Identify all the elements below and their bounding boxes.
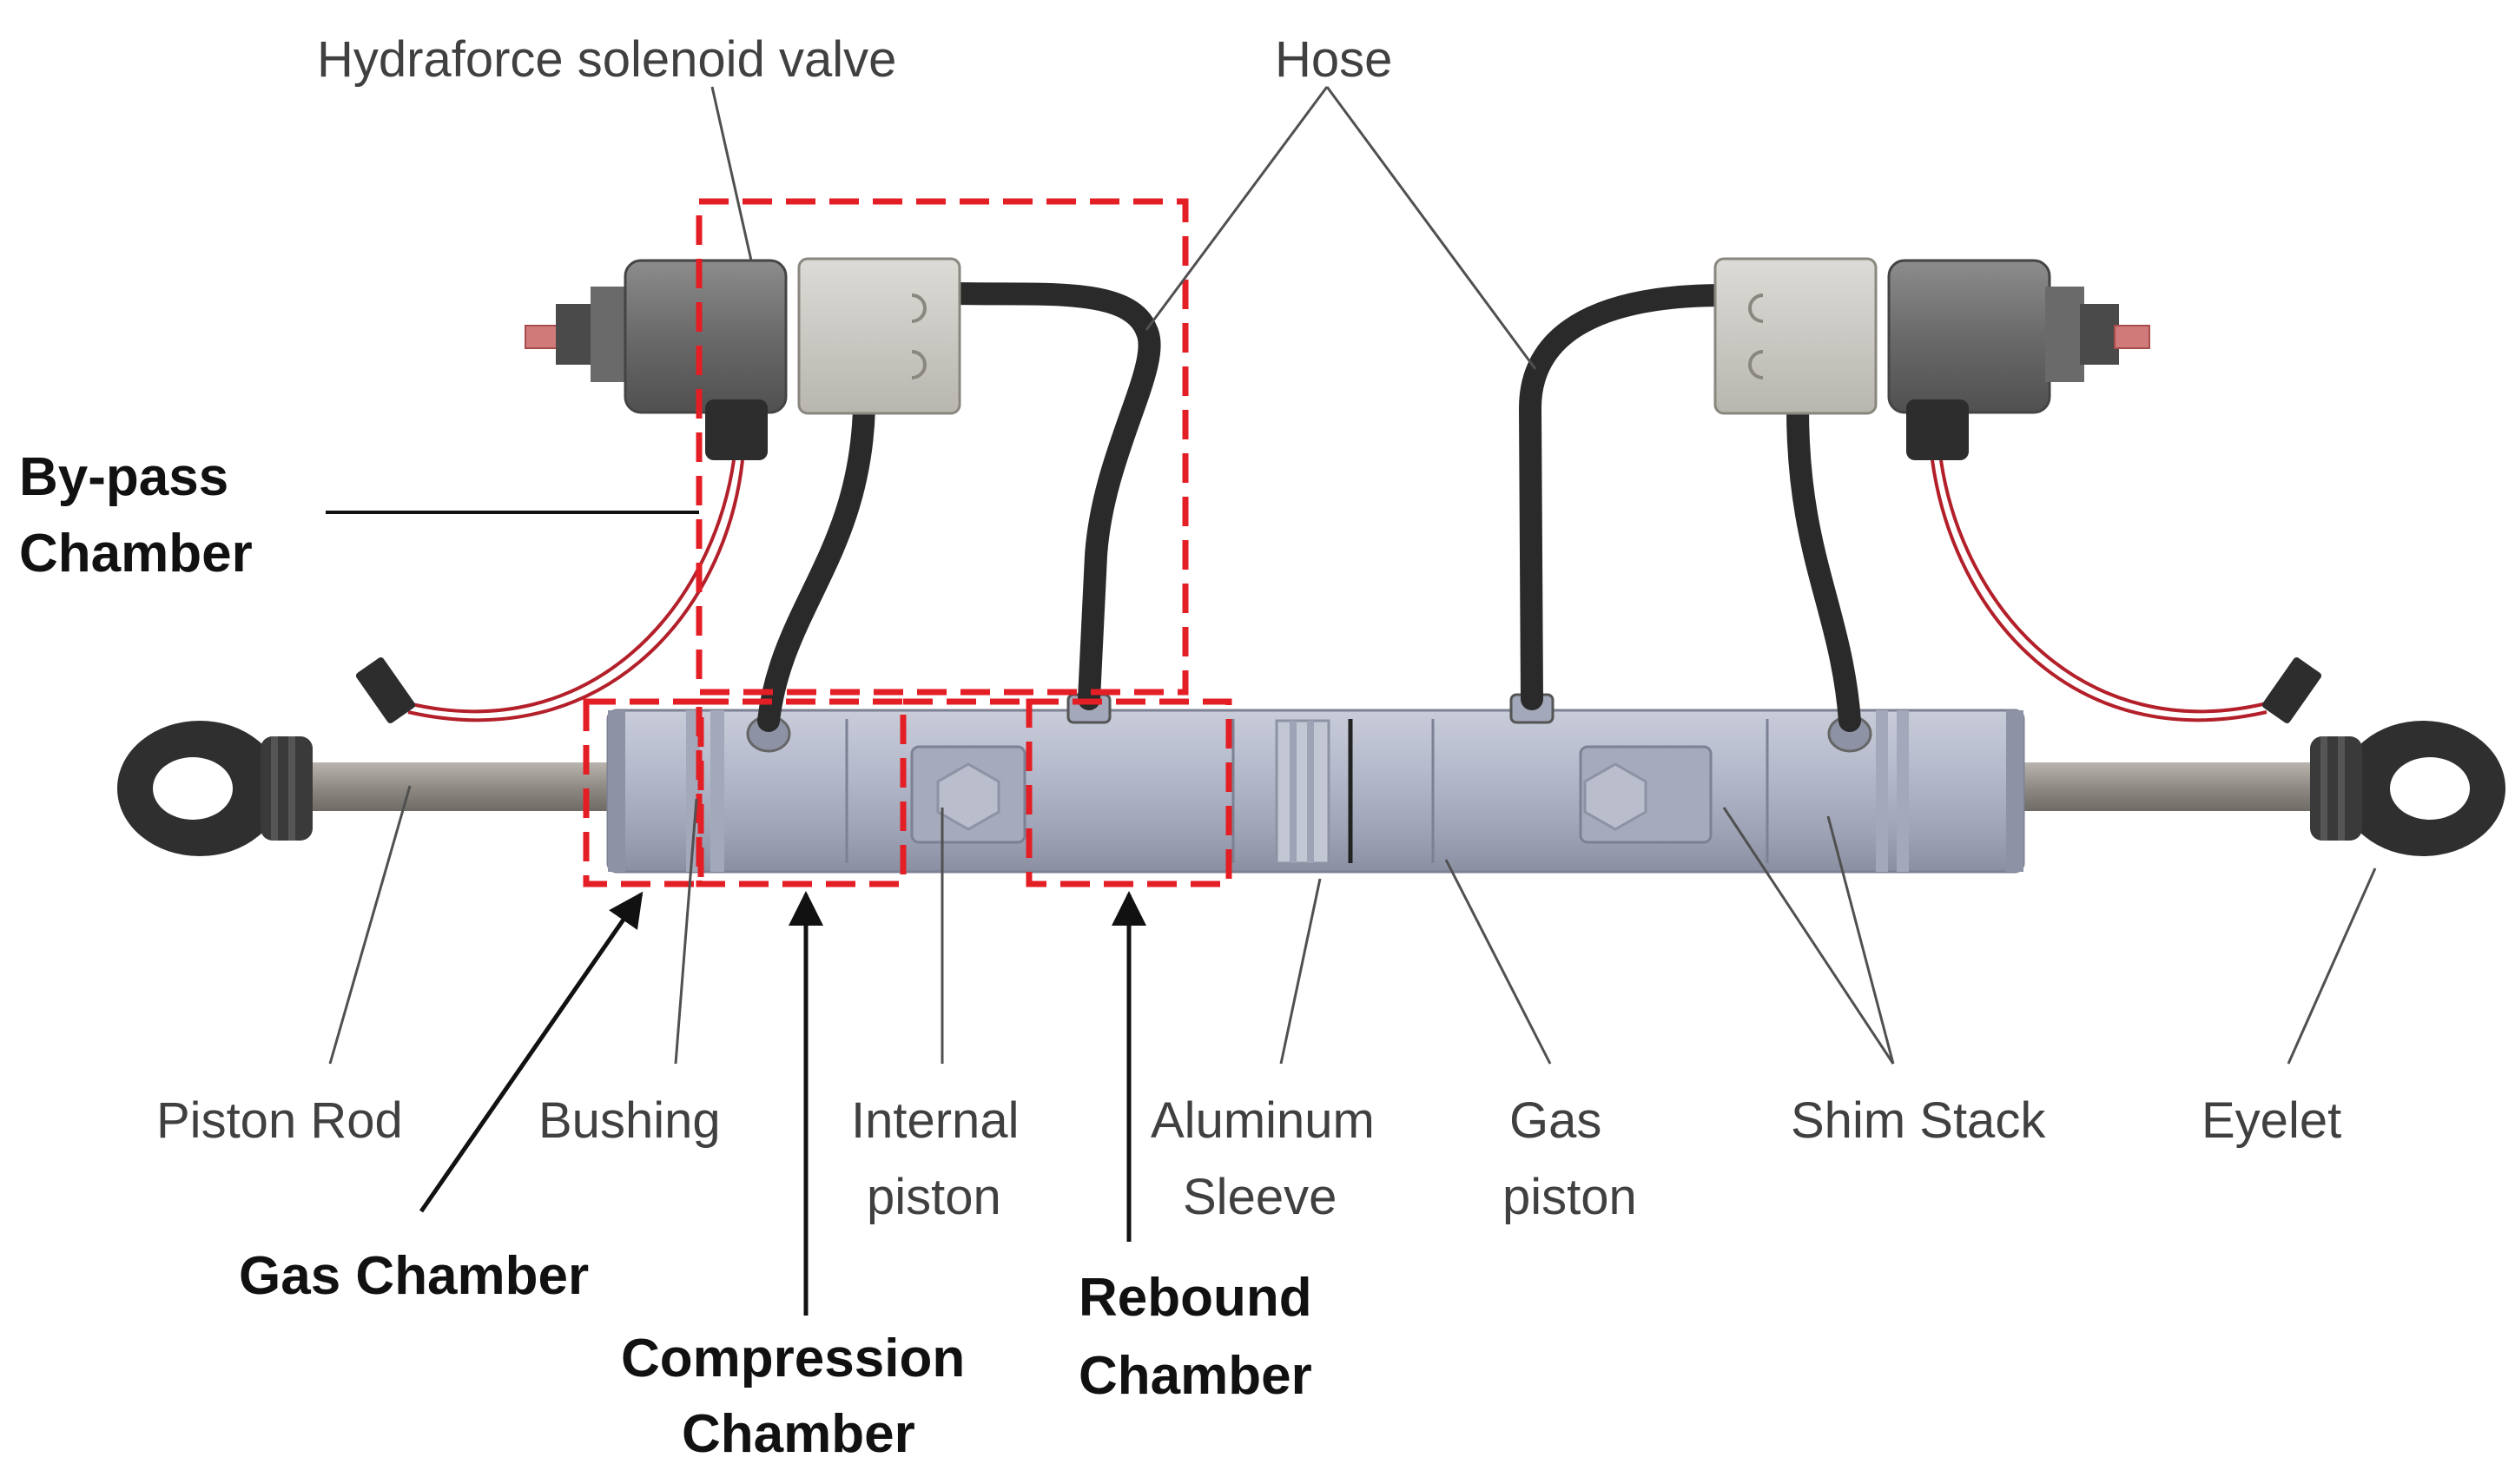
label-solenoid-valve: Hydraforce solenoid valve	[317, 31, 896, 88]
damper-cylinder	[606, 693, 2025, 874]
gas-chamber-box	[583, 698, 704, 887]
label-shim-stack: Shim Stack	[1791, 1092, 2046, 1149]
label-internal-line1: Internal	[851, 1092, 1019, 1149]
compression-chamber-box	[696, 698, 907, 887]
solenoid-valve-right	[1713, 257, 2150, 460]
wire-connector-right	[2261, 657, 2322, 723]
label-compression-line2: Chamber	[682, 1404, 915, 1464]
label-gas-piston-line1: Gas	[1509, 1092, 1601, 1149]
label-rebound-line1: Rebound	[1079, 1268, 1312, 1328]
piston-rod-right	[2006, 762, 2336, 811]
label-compression-line1: Compression	[621, 1329, 965, 1388]
label-piston-rod: Piston Rod	[156, 1092, 403, 1149]
eyelet-right	[2310, 721, 2505, 856]
hoses	[757, 282, 1861, 732]
label-aluminum-line2: Sleeve	[1183, 1169, 1337, 1225]
label-bushing: Bushing	[538, 1092, 721, 1149]
solenoid-valve-left	[525, 257, 961, 460]
arrows	[419, 891, 1146, 1316]
label-internal-line2: piston	[867, 1169, 1001, 1225]
label-bypass-line1: By-pass	[19, 447, 228, 507]
label-gas-chamber: Gas Chamber	[239, 1246, 589, 1306]
label-eyelet: Eyelet	[2201, 1092, 2341, 1149]
label-bypass-line2: Chamber	[19, 524, 253, 584]
bypass-chamber-box	[696, 198, 1189, 696]
label-gas-piston-line2: piston	[1502, 1169, 1637, 1225]
piston-rod	[287, 762, 617, 811]
highlight-boxes	[583, 198, 1232, 887]
eyelet-left	[117, 721, 313, 856]
leader-lines	[328, 86, 2377, 1065]
wire-connector-left	[355, 657, 416, 723]
label-rebound-line2: Chamber	[1079, 1346, 1312, 1406]
rebound-chamber-box	[1026, 698, 1232, 887]
label-hose: Hose	[1275, 31, 1392, 88]
wires	[407, 459, 2267, 722]
label-aluminum-line1: Aluminum	[1151, 1092, 1375, 1149]
